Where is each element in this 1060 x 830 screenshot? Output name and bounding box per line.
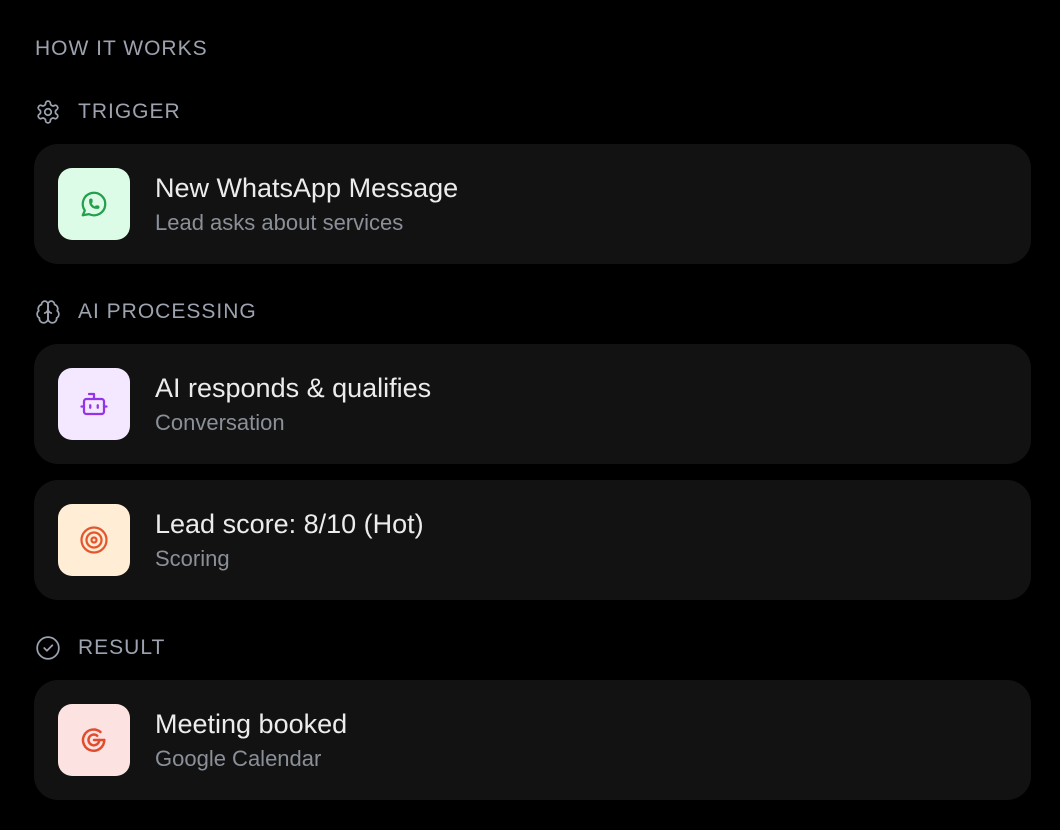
step-card-whatsapp[interactable]: New WhatsApp Message Lead asks about ser…: [34, 144, 1031, 264]
group-label-trigger: TRIGGER: [78, 100, 181, 123]
brain-icon: [34, 298, 62, 326]
step-title: AI responds & qualifies: [155, 373, 432, 403]
step-title: Meeting booked: [155, 709, 348, 739]
check-circle-icon: [34, 634, 62, 662]
bot-icon: [58, 368, 130, 440]
step-title: Lead score: 8/10 (Hot): [155, 509, 424, 539]
target-icon: [58, 504, 130, 576]
group-label-result: RESULT: [78, 636, 166, 659]
group-header-ai-processing: AI PROCESSING: [34, 298, 257, 326]
gear-icon: [34, 98, 62, 126]
step-card-ai-responds[interactable]: AI responds & qualifies Conversation: [34, 344, 1031, 464]
google-icon: [58, 704, 130, 776]
group-label-ai-processing: AI PROCESSING: [78, 300, 257, 323]
step-subtitle: Google Calendar: [155, 746, 322, 771]
step-subtitle: Lead asks about services: [155, 210, 404, 235]
step-title: New WhatsApp Message: [155, 173, 459, 203]
group-header-trigger: TRIGGER: [34, 98, 181, 126]
step-subtitle: Conversation: [155, 410, 285, 435]
step-subtitle: Scoring: [155, 546, 230, 571]
section-title: HOW IT WORKS: [35, 37, 208, 60]
step-card-meeting-booked[interactable]: Meeting booked Google Calendar: [34, 680, 1031, 800]
group-header-result: RESULT: [34, 634, 165, 662]
step-card-lead-score[interactable]: Lead score: 8/10 (Hot) Scoring: [34, 480, 1031, 600]
whatsapp-icon: [58, 168, 130, 240]
